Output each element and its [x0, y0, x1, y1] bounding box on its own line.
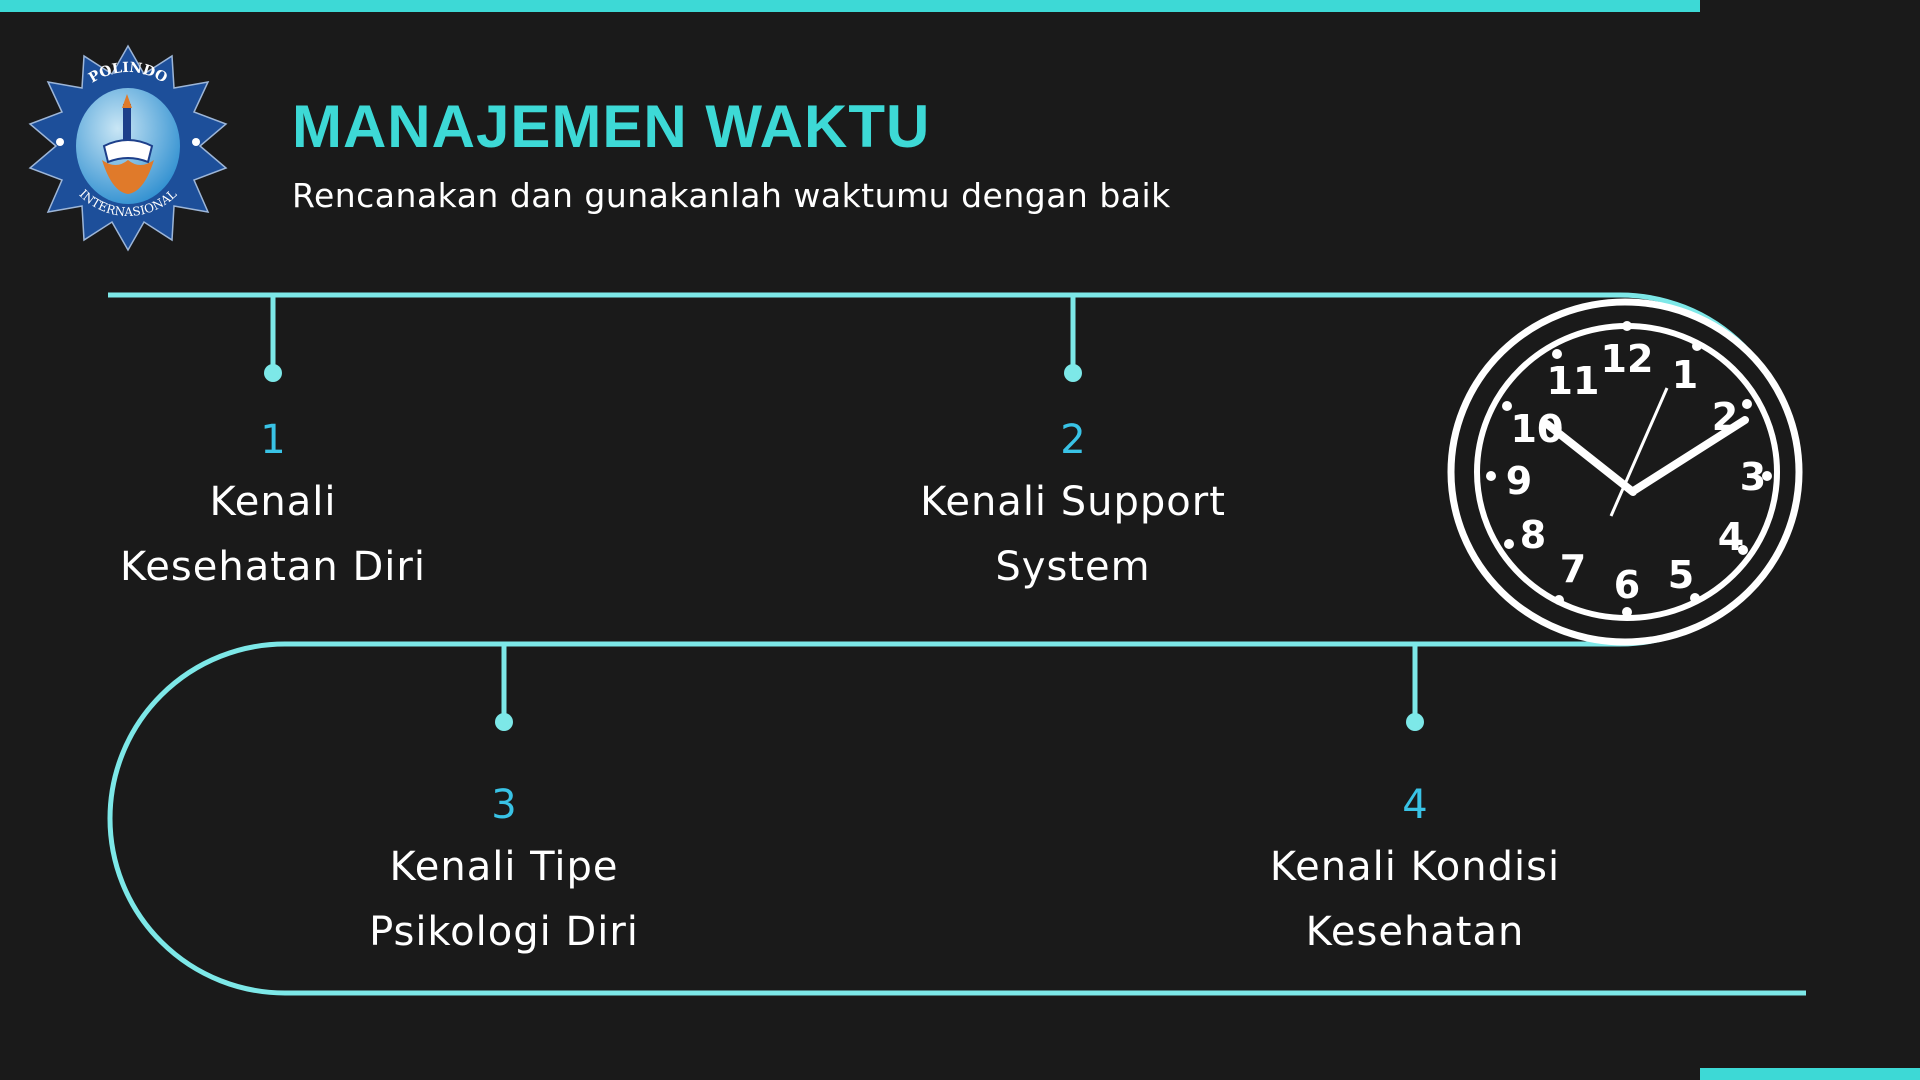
- step-4: 4 Kenali Kondisi Kesehatan: [1165, 775, 1665, 965]
- step-label: Kesehatan Diri: [120, 544, 426, 590]
- step-label: Psikologi Diri: [369, 909, 639, 955]
- svg-text:2: 2: [1712, 395, 1738, 439]
- step-label: Kenali Tipe: [389, 844, 619, 890]
- step-number: 2: [1060, 417, 1086, 463]
- polindo-logo: POLINDO INTERNASIONAL: [28, 44, 228, 252]
- step-label: System: [995, 544, 1151, 590]
- dot-3: [495, 713, 513, 731]
- svg-text:6: 6: [1614, 563, 1640, 607]
- step-label: Kesehatan: [1305, 909, 1525, 955]
- svg-text:3: 3: [1740, 455, 1766, 499]
- svg-text:11: 11: [1547, 359, 1600, 403]
- svg-text:12: 12: [1601, 337, 1654, 381]
- page-subtitle: Rencanakan dan gunakanlah waktumu dengan…: [292, 176, 1171, 215]
- svg-text:1: 1: [1672, 353, 1698, 397]
- step-1: 1 Kenali Kesehatan Diri: [23, 410, 523, 600]
- page-title: MANAJEMEN WAKTU: [292, 93, 931, 160]
- svg-text:9: 9: [1506, 459, 1532, 503]
- dot-2: [1064, 364, 1082, 382]
- step-number: 3: [491, 782, 517, 828]
- dot-1: [264, 364, 282, 382]
- top-accent-bar: [0, 0, 1700, 12]
- svg-text:7: 7: [1560, 547, 1586, 591]
- step-number: 1: [260, 417, 286, 463]
- svg-text:5: 5: [1668, 553, 1694, 597]
- step-label: Kenali: [209, 479, 337, 525]
- step-2: 2 Kenali Support System: [823, 410, 1323, 600]
- svg-text:8: 8: [1520, 513, 1546, 557]
- dot-4: [1406, 713, 1424, 731]
- svg-text:10: 10: [1511, 407, 1564, 451]
- step-number: 4: [1402, 782, 1428, 828]
- step-label: Kenali Kondisi: [1269, 844, 1561, 890]
- bottom-accent-bar: [1700, 1068, 1920, 1080]
- step-label: Kenali Support: [920, 479, 1226, 525]
- step-3: 3 Kenali Tipe Psikologi Diri: [254, 775, 754, 965]
